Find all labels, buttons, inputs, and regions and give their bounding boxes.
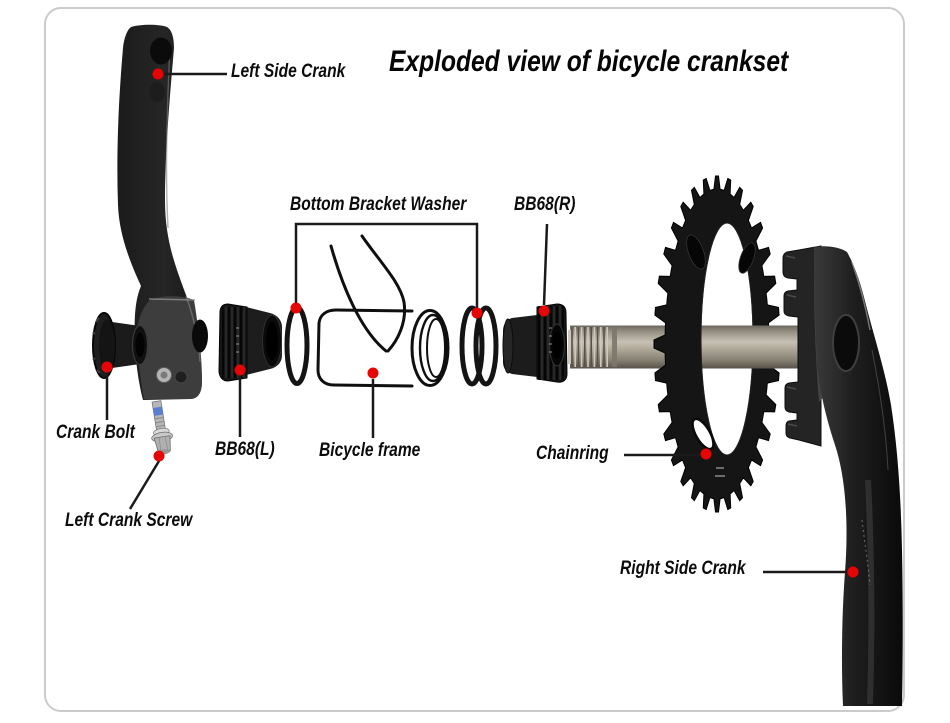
chainring-slot (686, 234, 706, 270)
marker-bb68-r (538, 305, 550, 317)
spline-ridges (571, 327, 609, 367)
bb68-right-cup (502, 303, 568, 383)
marker-crank-bolt (101, 361, 113, 373)
marker-chainring (700, 448, 712, 460)
spindle-hole (192, 319, 208, 353)
crank-bolt (92, 312, 149, 379)
frame-tube-line (329, 244, 388, 353)
label-bb68-l: BB68(L) (215, 439, 275, 460)
chainring-slot (738, 242, 756, 274)
threadlock-patch (152, 406, 164, 416)
marker-left-side-crank (152, 68, 164, 80)
chainring-slot (691, 417, 715, 451)
label-left-side-crank: Left Side Crank (231, 61, 346, 82)
crank-spindle-front-segment (742, 325, 798, 369)
pedal-hole (150, 37, 172, 65)
bottom-bracket-washer-pair (459, 305, 499, 387)
marker-bb68-l (234, 364, 246, 376)
marker-left-crank-screw (153, 450, 165, 462)
label-chainring: Chainring (536, 443, 609, 464)
label-right-side-crank: Right Side Crank (620, 558, 746, 579)
right-crank-arm (782, 245, 903, 707)
left-crank-arm (117, 24, 208, 400)
marker-washer-left (290, 302, 302, 314)
marker-dots (101, 68, 859, 578)
crank-bore (832, 314, 860, 372)
left-crank-screw (151, 400, 173, 455)
label-crank-bolt: Crank Bolt (56, 422, 135, 443)
marker-bicycle-frame (367, 367, 379, 379)
label-bb68-r: BB68(R) (514, 194, 576, 215)
label-bicycle-frame: Bicycle frame (319, 440, 421, 461)
label-bottom-bracket-washer: Bottom Bracket Washer (290, 194, 467, 215)
bicycle-frame-shell (316, 234, 450, 388)
chainring (653, 175, 781, 513)
frame-tube-line (360, 234, 407, 353)
bb68-left-cup (218, 303, 282, 382)
diagram-title: Exploded view of bicycle crankset (389, 45, 789, 78)
boss-bolt-dark (174, 370, 188, 384)
marker-washer-right (471, 307, 483, 319)
leader-lines (105, 72, 847, 574)
marker-right-side-crank (847, 566, 859, 578)
label-left-crank-screw: Left Crank Screw (65, 510, 193, 531)
